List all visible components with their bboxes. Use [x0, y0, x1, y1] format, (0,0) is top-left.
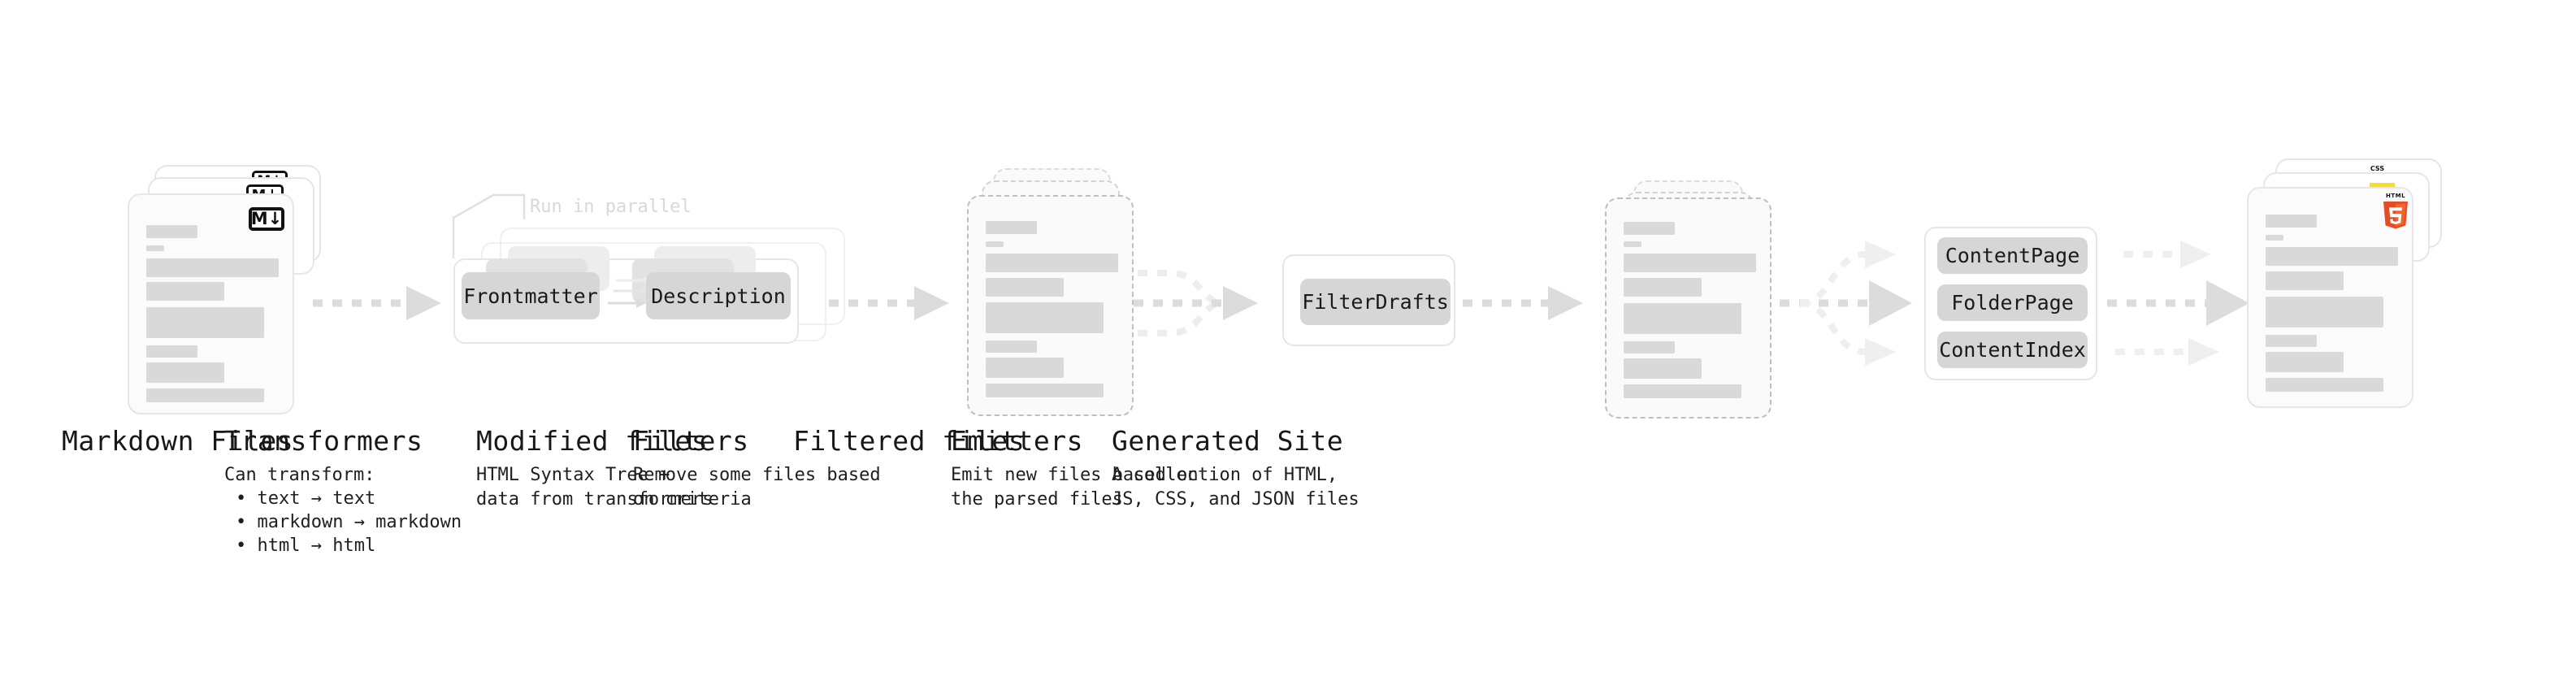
- skeleton-bar: [2266, 335, 2317, 347]
- arrow-emitters-to-site: [2107, 241, 2249, 366]
- transformers-desc-line-0: Can transform:: [224, 465, 375, 485]
- skeleton-bar: [986, 254, 1118, 272]
- skeleton-bar: [2266, 215, 2317, 228]
- skeleton-bar: [1624, 384, 1741, 398]
- stage-title-filtered-files: Filtered files: [793, 425, 1026, 457]
- skeleton-bar: [1624, 278, 1702, 297]
- modified-files-description: HTML Syntax Tree + data from transformer…: [476, 463, 713, 512]
- run-in-parallel-label: Run in parallel: [530, 197, 692, 217]
- transformers-description: Can transform: • text → text • markdown …: [224, 463, 462, 557]
- skeleton-bar: [986, 340, 1037, 353]
- stage-title-generated-site: Generated Site: [1112, 425, 1344, 457]
- transformers-desc-line-3: • html → html: [236, 536, 376, 556]
- skeleton-bar: [146, 362, 224, 383]
- filters-desc-line-0: Remove some files based: [633, 465, 881, 485]
- skeleton-bar: [146, 307, 264, 338]
- skeleton-bar: [2266, 247, 2398, 266]
- skeleton-bar: [2266, 271, 2344, 290]
- skeleton-bar: [1624, 341, 1675, 354]
- skeleton-bar: [986, 302, 1104, 333]
- modified-files-desc-line-1: data from transformers: [476, 489, 713, 510]
- emitters-pill-folderpage[interactable]: FolderPage: [1937, 284, 2088, 321]
- stage-title-modified-files: Modified files: [476, 425, 709, 457]
- skeleton-bar: [2266, 235, 2283, 241]
- stage-title-markdown-files: Markdown Files: [62, 425, 294, 457]
- skeleton-bar: [1624, 358, 1702, 379]
- arrow-filters-to-filtered: [1463, 286, 1583, 320]
- filters-pill-filterdrafts[interactable]: FilterDrafts: [1300, 279, 1451, 325]
- skeleton-bar: [1624, 241, 1641, 247]
- generated-site-desc-line-0: A collection of HTML,: [1112, 465, 1338, 485]
- skeleton-bar: [146, 388, 264, 402]
- stage-title-transformers: Transformers: [224, 425, 423, 457]
- filtered-file-card-front: [1605, 197, 1772, 419]
- emitters-desc-line-1: the parsed files: [951, 489, 1123, 510]
- arrow-filtered-to-emitters: [1780, 241, 1912, 366]
- emitters-description: Emit new files based on the parsed files: [951, 463, 1199, 512]
- filters-desc-line-1: on criteria: [633, 489, 752, 510]
- filters-description: Remove some files based on criteria: [633, 463, 881, 512]
- html5-icon-word: HTML: [2385, 193, 2406, 199]
- transformer-pill-frontmatter[interactable]: Frontmatter: [462, 272, 600, 319]
- skeleton-bar: [1624, 254, 1756, 272]
- skeleton-bar: [986, 384, 1104, 397]
- skeleton-bar: [986, 278, 1064, 297]
- stage-title-emitters: Emitters: [951, 425, 1083, 457]
- skeleton-bar: [2266, 352, 2344, 372]
- skeleton-bar: [986, 221, 1037, 234]
- modified-files-desc-line-0: HTML Syntax Tree +: [476, 465, 670, 485]
- skeleton-bar: [986, 358, 1064, 378]
- transformer-pill-description[interactable]: Description: [646, 272, 791, 319]
- skeleton-bar: [2266, 297, 2383, 327]
- skeleton-bar: [146, 345, 197, 358]
- markdown-icon: M↓: [249, 207, 284, 231]
- arrow-transformers-to-modified: [829, 286, 949, 320]
- skeleton-bar: [1624, 303, 1741, 334]
- skeleton-bar: [146, 258, 279, 277]
- arrow-markdown-to-transformers: [313, 286, 441, 320]
- arrow-modified-to-filters: [1134, 270, 1258, 336]
- skeleton-bar: [146, 225, 197, 238]
- transformers-desc-line-2: • markdown → markdown: [236, 512, 462, 532]
- emitters-desc-line-0: Emit new files based on: [951, 465, 1199, 485]
- html5-icon: HTML: [2382, 193, 2409, 231]
- skeleton-bar: [2266, 378, 2383, 392]
- css-icon-label: CSS: [2370, 165, 2385, 172]
- skeleton-bar: [1624, 222, 1675, 235]
- transformers-desc-line-1: • text → text: [236, 488, 376, 509]
- generated-site-desc-line-1: JS, CSS, and JSON files: [1112, 489, 1360, 510]
- modified-file-card-front: [967, 195, 1134, 416]
- emitters-pill-contentindex[interactable]: ContentIndex: [1937, 332, 2088, 368]
- generated-site-description: A collection of HTML, JS, CSS, and JSON …: [1112, 463, 1360, 512]
- html5-shield: [2383, 202, 2408, 229]
- stage-title-filters: Filters: [633, 425, 749, 457]
- emitters-pill-contentpage[interactable]: ContentPage: [1937, 237, 2088, 274]
- skeleton-bar: [986, 241, 1004, 247]
- skeleton-bar: [146, 282, 224, 301]
- skeleton-bar: [146, 245, 164, 251]
